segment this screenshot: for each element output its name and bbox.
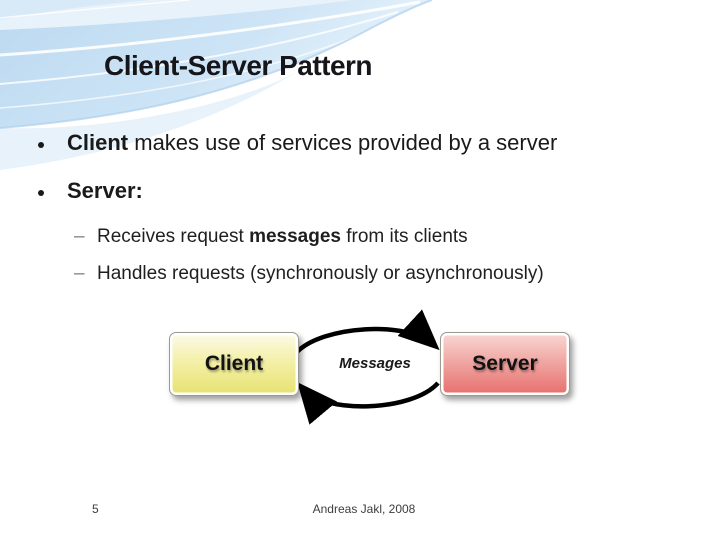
bullet-text-bold: Client — [67, 130, 129, 155]
server-node: Server — [440, 332, 570, 396]
sub-bullet-text-normal: from its clients — [340, 226, 468, 247]
sub-bullet-dash-icon: – — [74, 226, 85, 247]
bullet-dot-icon — [38, 190, 44, 196]
bullet-text: Server: — [44, 178, 143, 204]
messages-label: Messages — [339, 355, 411, 372]
footer-credit: Andreas Jakl, 2008 — [312, 502, 416, 516]
client-node: Client — [169, 332, 299, 396]
sub-bullet-text-normal: Receives request — [97, 226, 250, 247]
slide-title: Client-Server Pattern — [104, 50, 373, 81]
bullet-item-client: Client makes use of services provided by… — [0, 130, 700, 156]
bullet-item-server: Server: — [0, 178, 700, 204]
sub-bullet-text-normal: Handles requests (synchronously or async… — [97, 263, 544, 284]
bullet-dot-icon — [38, 142, 44, 148]
sub-bullet-item-handles: – Handles requests (synchronously or asy… — [0, 263, 700, 285]
arrow-server-to-client — [297, 381, 440, 425]
sub-bullet-text: Handles requests (synchronously or async… — [88, 263, 544, 285]
sub-bullet-dash-icon: – — [74, 263, 85, 284]
client-node-label: Client — [204, 352, 264, 375]
sub-bullet-text: Receives request messages from its clien… — [88, 226, 468, 248]
page-number: 5 — [92, 502, 99, 516]
bullet-text: Client makes use of services provided by… — [44, 130, 557, 156]
sub-bullet-item-receives: – Receives request messages from its cli… — [0, 226, 700, 248]
bullet-list: Client makes use of services provided by… — [0, 130, 700, 300]
bullet-text-bold: Server: — [67, 178, 143, 203]
arrow-client-to-server — [294, 309, 440, 355]
server-node-label: Server — [472, 352, 538, 375]
bullet-text-normal: makes use of services provided by a serv… — [128, 130, 558, 155]
sub-bullet-text-bold: messages — [249, 226, 341, 247]
